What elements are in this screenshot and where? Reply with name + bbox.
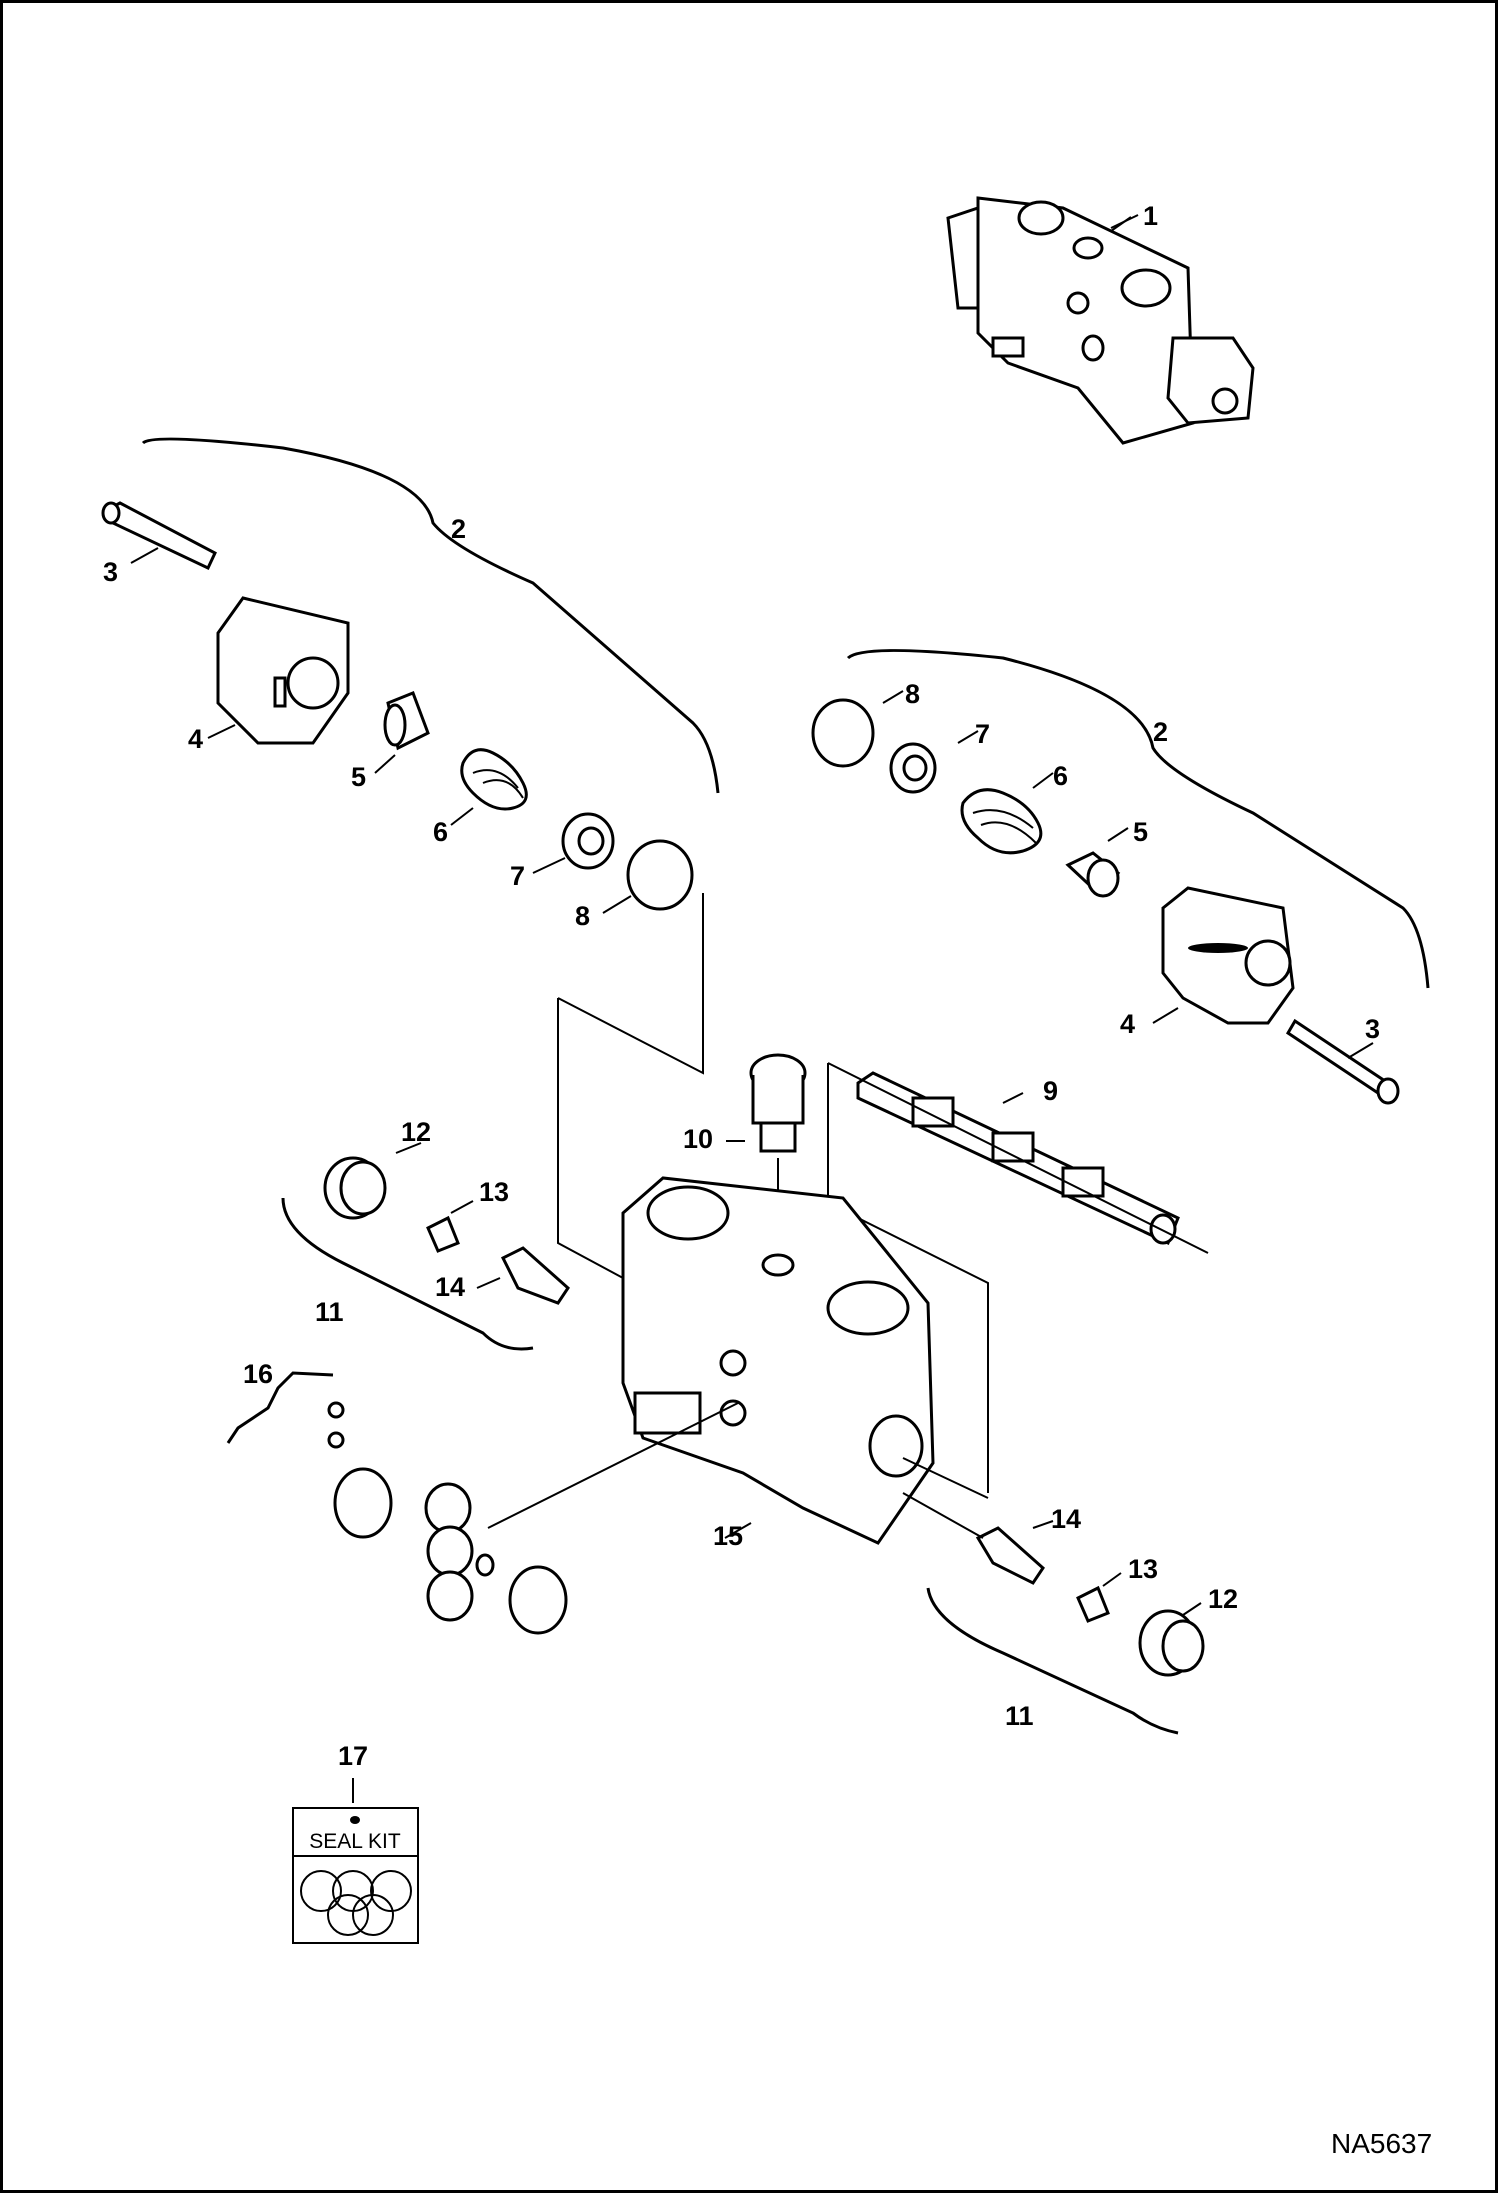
callout-2-left: 2: [451, 514, 466, 544]
exploded-parts-diagram: SEAL KIT 1 2 3 4 5: [101, 196, 1432, 2159]
callout-11-left: 11: [315, 1297, 344, 1327]
left-relief-bracket: [281, 1197, 534, 1351]
callout-11-right: 11: [1005, 1701, 1034, 1731]
spool-frame: [827, 1062, 1209, 1493]
left-spring-drawing: [460, 748, 528, 811]
right-washer-drawing: [889, 742, 937, 794]
left-spring-seat-drawing: [383, 691, 430, 751]
plug-drawing: [749, 1053, 807, 1153]
right-cartridge-14-drawing: [975, 1526, 1045, 1585]
callout-16: 16: [243, 1359, 273, 1389]
callout-17: 17: [338, 1741, 368, 1771]
callout-15: 15: [713, 1521, 743, 1551]
right-relief-leader: [902, 1457, 989, 1539]
right-spring-seat-drawing: [1065, 851, 1121, 898]
callout-14-left: 14: [435, 1272, 465, 1302]
callout-2-right: 2: [1153, 717, 1168, 747]
left-end-cap-drawing: [216, 596, 350, 745]
callout-12-left: 12: [401, 1117, 431, 1147]
left-bracket: [141, 437, 720, 794]
seal-set-bracket: [226, 1371, 334, 1444]
callout-9: 9: [1043, 1076, 1058, 1106]
callout-14-right: 14: [1051, 1504, 1081, 1534]
callout-5-left: 5: [351, 762, 366, 792]
left-oring-drawing: [626, 839, 694, 911]
callout-7-left: 7: [510, 861, 525, 891]
callout-3-left: 3: [103, 557, 118, 587]
seal-kit-label: SEAL KIT: [309, 1830, 401, 1853]
callout-8-left: 8: [575, 901, 590, 931]
right-relief-bracket: [926, 1587, 1179, 1735]
callout-13-right: 13: [1128, 1554, 1158, 1584]
left-poppet-13-drawing: [426, 1215, 460, 1253]
valve-assembly-drawing: [946, 196, 1255, 445]
seal-set-drawing: [327, 1401, 568, 1635]
seal-kit-box: SEAL KIT: [292, 1807, 419, 1944]
callout-6-left: 6: [433, 817, 448, 847]
callout-3-right: 3: [1365, 1014, 1380, 1044]
callout-8-right: 8: [905, 679, 920, 709]
left-washer-drawing: [561, 812, 615, 870]
right-oring-drawing: [811, 698, 875, 768]
body-frame-left: [557, 893, 704, 1279]
right-bolt-drawing: [1285, 1018, 1400, 1105]
left-bolt-drawing: [101, 501, 217, 571]
callout-4-right: 4: [1120, 1009, 1135, 1039]
callout-1: 1: [1143, 201, 1158, 231]
right-poppet-13-drawing: [1076, 1585, 1110, 1623]
left-cartridge-14-drawing: [500, 1246, 570, 1305]
callout-4-left: 4: [188, 724, 203, 754]
drawing-code: NA5637: [1331, 2128, 1432, 2159]
callout-7-right: 7: [975, 719, 990, 749]
right-end-cap-drawing: [1161, 886, 1295, 1025]
callout-13-left: 13: [479, 1177, 509, 1207]
left-plug-12-drawing: [323, 1156, 387, 1220]
right-bracket: [846, 649, 1430, 989]
callout-10: 10: [683, 1124, 713, 1154]
seal-set-leader: [487, 1402, 739, 1529]
callout-5-right: 5: [1133, 817, 1148, 847]
callout-6-right: 6: [1053, 761, 1068, 791]
right-spring-drawing: [960, 788, 1043, 855]
right-plug-12-drawing: [1138, 1609, 1205, 1677]
callout-leaders: [130, 216, 1374, 1803]
callout-labels: 1 2 3 4 5 6 7 8 2 8 7 6 5 4 3 9 10 12 13…: [103, 201, 1380, 1771]
callout-12-right: 12: [1208, 1584, 1238, 1614]
